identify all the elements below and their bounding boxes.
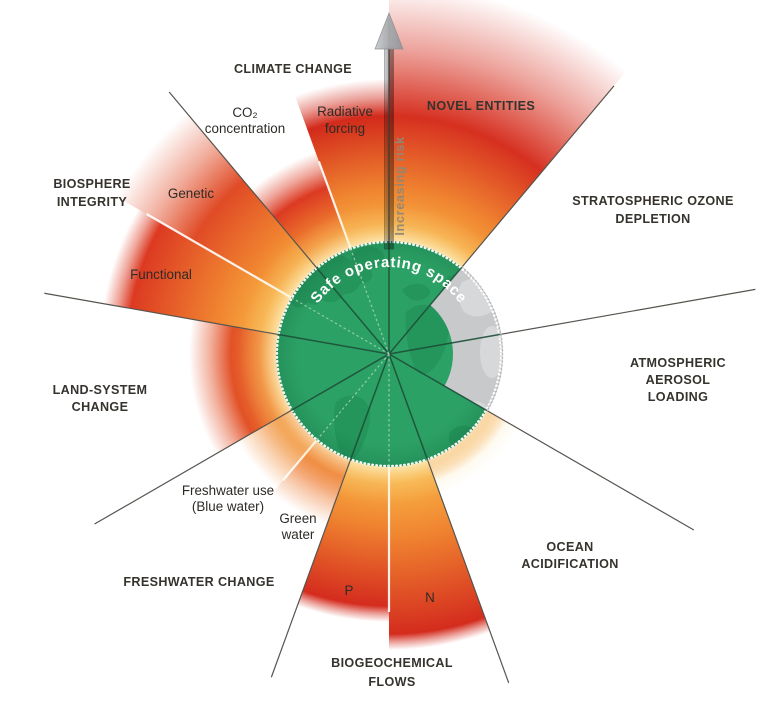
sector-label-biosphere-integrity-line-0: BIOSPHERE: [53, 177, 130, 191]
subdivider-inner-biosphere-integrity: [290, 296, 390, 355]
gray-continent-1: [480, 326, 503, 378]
sector-label-land-system-change: LAND-SYSTEM CHANGE: [53, 383, 148, 414]
sector-label-ocean-acidification-line-1: ACIDIFICATION: [521, 557, 618, 571]
wedge-label-blue-water-line-1: (Blue water): [192, 499, 264, 514]
sector-label-freshwater-change: FRESHWATER CHANGE: [123, 575, 274, 589]
sector-label-biogeochemical-flows-line-0: BIOGEOCHEMICAL: [331, 656, 453, 670]
sector-divider-inner-40: [388, 266, 463, 355]
wedge-label-radiative-forcing: Radiative forcing: [317, 104, 373, 136]
sector-divider-240: [94, 405, 300, 525]
wedge-label-blue-water-line-0: Freshwater use: [182, 483, 274, 498]
wedge-label-nitrogen: N: [425, 590, 435, 605]
sector-label-atmospheric-aerosol-loading: ATMOSPHERIC AEROSOL LOADING: [630, 356, 726, 404]
sector-divider-200: [270, 451, 354, 678]
sector-divider-inner-80: [388, 333, 501, 355]
wedge-label-radiative-forcing-line-0: Radiative: [317, 104, 373, 119]
wedge-label-green-water-line-1: water: [281, 527, 315, 542]
sector-divider-inner-160: [388, 353, 429, 461]
sector-label-atmospheric-aerosol-loading-line-2: LOADING: [648, 390, 709, 404]
sector-divider-160: [424, 451, 510, 684]
sector-divider-120: [478, 405, 695, 531]
increasing-risk-label: Increasing risk: [392, 136, 407, 236]
wedge-label-phosphorus: P: [345, 583, 354, 598]
sector-label-land-system-change-line-1: CHANGE: [72, 400, 129, 414]
wedge-label-co2-concentration-line-1: concentration: [205, 121, 285, 136]
wedge-label-phosphorus-line-0: P: [345, 583, 354, 598]
sector-label-biosphere-integrity: BIOSPHERE INTEGRITY: [53, 177, 130, 209]
wedge-label-green-water-line-0: Green: [279, 511, 316, 526]
sector-label-atmospheric-aerosol-loading-line-0: ATMOSPHERIC: [630, 356, 726, 370]
increasing-risk-arrow: [374, 12, 404, 250]
sector-label-biogeochemical-flows: BIOGEOCHEMICAL FLOWS: [331, 656, 453, 689]
sector-label-novel-entities: NOVEL ENTITIES: [427, 99, 535, 113]
wedge-genetic: [116, 112, 323, 302]
sector-label-biogeochemical-flows-line-1: FLOWS: [368, 675, 415, 689]
gray-zone-dotted-edge: [461, 266, 504, 412]
sector-label-stratospheric-ozone-depletion-line-0: STRATOSPHERIC OZONE: [572, 194, 734, 208]
wedge-label-nitrogen-line-0: N: [425, 590, 435, 605]
sector-label-climate-change: CLIMATE CHANGE: [234, 62, 352, 76]
wedge-label-genetic: Genetic: [168, 186, 214, 201]
sector-label-novel-entities-line-0: NOVEL ENTITIES: [427, 99, 535, 113]
sector-divider-inner-200: [349, 353, 390, 461]
sector-divider-280: [44, 292, 287, 337]
wedge-label-functional: Functional: [130, 267, 192, 282]
sector-label-ocean-acidification: OCEAN ACIDIFICATION: [521, 540, 618, 571]
subdivider-inner-climate-change: [349, 247, 390, 355]
sector-divider-inner-120: [388, 353, 488, 412]
wedge-label-blue-water: Freshwater use(Blue water): [182, 483, 274, 514]
sector-divider-inner-320: [315, 266, 390, 355]
sector-divider-40: [455, 85, 615, 275]
sector-label-atmospheric-aerosol-loading-line-1: AEROSOL: [646, 373, 711, 387]
sector-label-climate-change-line-0: CLIMATE CHANGE: [234, 62, 352, 76]
subdivider-inner-freshwater-change: [315, 353, 390, 441]
wedge-label-genetic-line-0: Genetic: [168, 186, 214, 201]
wedge-novel-entities-wedge: [389, 0, 627, 275]
wedge-label-functional-line-0: Functional: [130, 267, 192, 282]
sector-label-stratospheric-ozone-depletion: STRATOSPHERIC OZONE DEPLETION: [572, 194, 734, 226]
wedge-label-co2-concentration-line-0: CO₂: [232, 105, 257, 120]
sector-divider-inner-240: [290, 353, 390, 412]
sector-divider-80: [491, 288, 756, 337]
wedge-label-radiative-forcing-line-1: forcing: [325, 121, 365, 136]
sector-label-land-system-change-line-0: LAND-SYSTEM: [53, 383, 148, 397]
sector-label-freshwater-change-line-0: FRESHWATER CHANGE: [123, 575, 274, 589]
sector-label-biosphere-integrity-line-1: INTEGRITY: [57, 195, 128, 209]
sector-label-stratospheric-ozone-depletion-line-1: DEPLETION: [615, 212, 690, 226]
sector-divider-320: [168, 91, 323, 275]
sector-divider-inner-280: [277, 333, 390, 355]
sector-label-ocean-acidification-line-0: OCEAN: [546, 540, 593, 554]
